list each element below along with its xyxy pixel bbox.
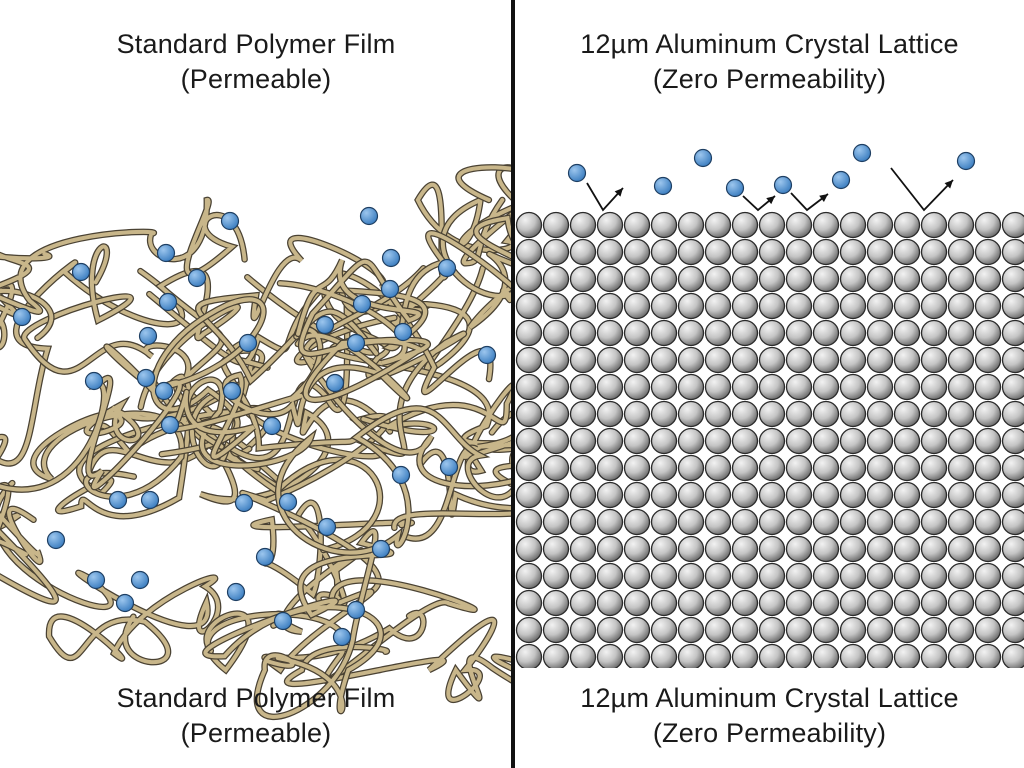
polymer-title-line1: Standard Polymer Film xyxy=(116,29,396,59)
gas-molecule-icon xyxy=(226,582,246,602)
lattice-atoms xyxy=(515,211,1024,671)
gas-molecule-icon xyxy=(693,148,713,168)
gas-molecule-icon xyxy=(956,151,976,171)
gas-molecule-icon xyxy=(391,465,411,485)
gas-molecule-icon xyxy=(140,490,160,510)
gas-molecule-icon xyxy=(852,143,872,163)
gas-molecule-icon xyxy=(154,381,174,401)
gas-molecule-icon xyxy=(255,547,275,567)
gas-molecule-icon xyxy=(332,627,352,647)
polymer-strand-mesh xyxy=(0,164,512,720)
polymer-strands xyxy=(0,164,512,720)
gas-molecule-icon xyxy=(262,416,282,436)
gas-molecule-icon xyxy=(84,371,104,391)
gas-molecule-icon xyxy=(325,373,345,393)
bounce-arrow-icon xyxy=(586,182,624,212)
gas-molecule-icon xyxy=(317,517,337,537)
gas-molecule-icon xyxy=(437,258,457,278)
gas-molecule-icon xyxy=(46,530,66,550)
aluminum-caption-line1: 12µm Aluminum Crystal Lattice xyxy=(580,683,959,713)
gas-molecule-icon xyxy=(273,611,293,631)
gas-molecule-icon xyxy=(381,248,401,268)
gas-molecule-icon xyxy=(115,593,135,613)
bounce-arrow-icon xyxy=(890,167,954,212)
gas-molecule-icon xyxy=(187,268,207,288)
gas-molecule-icon xyxy=(160,415,180,435)
gas-molecule-icon xyxy=(773,175,793,195)
gas-molecule-icon xyxy=(725,178,745,198)
aluminum-atom-lattice xyxy=(515,143,1024,768)
aluminum-lattice-panel: 12µm Aluminum Crystal Lattice (Zero Perm… xyxy=(515,0,1024,768)
polymer-caption-line1: Standard Polymer Film xyxy=(116,683,396,713)
polymer-panel-caption: Standard Polymer Film (Permeable) xyxy=(0,681,512,751)
aluminum-panel-caption: 12µm Aluminum Crystal Lattice (Zero Perm… xyxy=(515,681,1024,751)
polymer-panel-title: Standard Polymer Film (Permeable) xyxy=(0,27,512,97)
gas-molecule-icon xyxy=(393,322,413,342)
polymer-title-line2: (Permeable) xyxy=(180,64,332,94)
polymer-caption-line2: (Permeable) xyxy=(180,718,332,748)
aluminum-panel-title: 12µm Aluminum Crystal Lattice (Zero Perm… xyxy=(515,27,1024,97)
gas-molecule-icon xyxy=(138,326,158,346)
aluminum-title-line1: 12µm Aluminum Crystal Lattice xyxy=(580,29,959,59)
gas-molecule-icon xyxy=(346,333,366,353)
gas-molecule-icon xyxy=(477,345,497,365)
gas-molecule-icon xyxy=(220,211,240,231)
bounce-arrows xyxy=(586,167,954,212)
aluminum-title-line2: (Zero Permeability) xyxy=(652,64,887,94)
gas-molecule-icon xyxy=(222,381,242,401)
gas-molecule-icon xyxy=(130,570,150,590)
gas-molecule-icon xyxy=(238,333,258,353)
panel-divider xyxy=(511,0,515,768)
polymer-film-panel: Standard Polymer Film (Permeable) Standa… xyxy=(0,27,512,751)
gas-molecule-icon xyxy=(234,493,254,513)
gas-molecule-icon xyxy=(108,490,128,510)
gas-molecule-icon xyxy=(371,539,391,559)
gas-molecule-icon xyxy=(352,294,372,314)
gas-molecule-icon xyxy=(380,279,400,299)
gas-molecule-icon xyxy=(439,457,459,477)
gas-molecule-icon xyxy=(359,206,379,226)
gas-molecule-icon xyxy=(158,292,178,312)
gas-molecule-icon xyxy=(567,163,587,183)
gas-molecule-icon xyxy=(278,492,298,512)
gas-molecule-icon xyxy=(86,570,106,590)
gas-molecule-icon xyxy=(136,368,156,388)
bounce-arrow-icon xyxy=(790,192,829,212)
gas-molecule-icon xyxy=(156,243,176,263)
gas-molecule-icon xyxy=(71,262,91,282)
gas-molecule-icon xyxy=(346,600,366,620)
aluminum-caption-line2: (Zero Permeability) xyxy=(652,718,887,748)
gas-molecule-icon xyxy=(653,176,673,196)
gas-molecule-icon xyxy=(315,315,335,335)
gas-molecule-icon xyxy=(831,170,851,190)
gas-molecule-icon xyxy=(12,307,32,327)
